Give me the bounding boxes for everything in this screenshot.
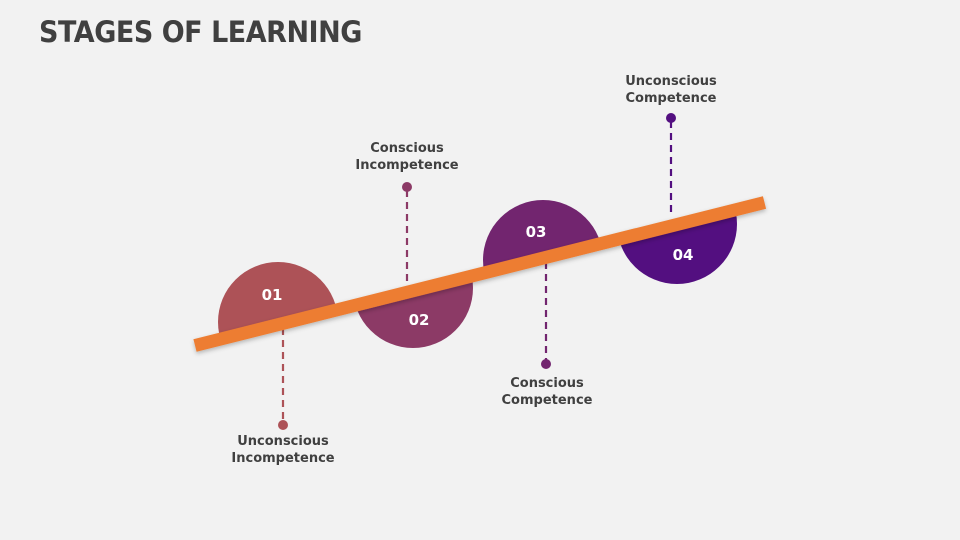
stage-04-label-line2: Competence [625, 91, 717, 106]
connector-04 [666, 113, 676, 215]
stage-04-number: 04 [673, 246, 694, 264]
connector-dot-03 [541, 359, 551, 369]
stage-03-label: Conscious Competence [467, 375, 627, 409]
connector-03 [541, 262, 551, 369]
stage-04-label-line1: Unconscious [625, 74, 717, 89]
connector-dot-04 [666, 113, 676, 123]
connector-dot-01 [278, 420, 288, 430]
page-title: STAGES OF LEARNING [39, 15, 362, 49]
stage-02-label-line2: Incompetence [355, 158, 459, 173]
stage-01-label: Unconscious Incompetence [203, 433, 363, 467]
progress-bar [193, 196, 767, 352]
stage-01-label-line1: Unconscious [237, 434, 329, 449]
stage-02-label: Conscious Incompetence [327, 140, 487, 174]
connector-01 [278, 328, 288, 430]
stage-01-number: 01 [262, 286, 283, 304]
stage-01-label-line2: Incompetence [231, 451, 335, 466]
stage-04-label: Unconscious Competence [591, 73, 751, 107]
stage-03-number: 03 [526, 223, 547, 241]
stage-03-label-line1: Conscious [510, 376, 584, 391]
stage-02-number: 02 [409, 311, 430, 329]
stage-03-label-line2: Competence [501, 393, 593, 408]
connector-02 [402, 182, 412, 286]
connector-dot-02 [402, 182, 412, 192]
stage-02-label-line1: Conscious [370, 141, 444, 156]
